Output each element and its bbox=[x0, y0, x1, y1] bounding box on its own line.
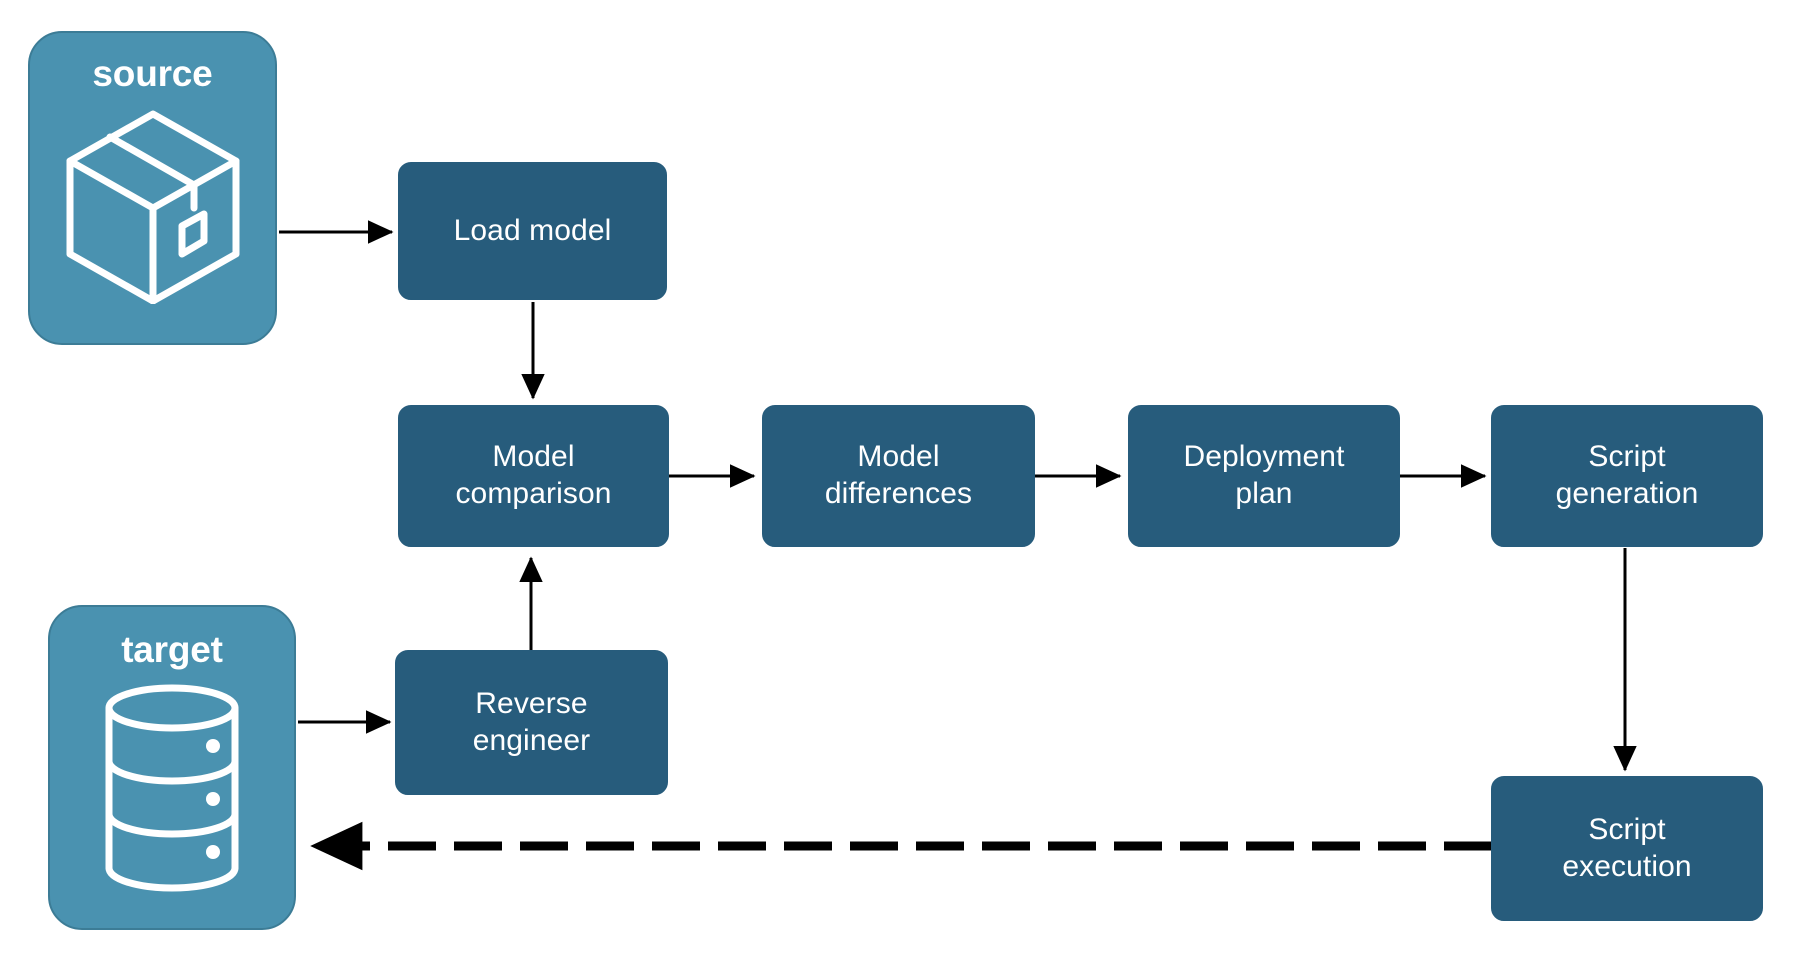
node-script-execution-label: Script execution bbox=[1562, 812, 1692, 883]
package-box-icon bbox=[58, 104, 248, 309]
node-script-generation[interactable]: Script generation bbox=[1491, 405, 1763, 547]
endpoint-target-label: target bbox=[121, 629, 223, 670]
node-deployment-plan-label: Deployment plan bbox=[1183, 440, 1345, 510]
node-deployment-plan[interactable]: Deployment plan bbox=[1128, 405, 1400, 547]
node-reverse-engineer[interactable]: Reverse engineer bbox=[395, 650, 668, 795]
database-cylinder-icon bbox=[92, 682, 252, 899]
endpoint-target[interactable]: target bbox=[48, 605, 296, 930]
node-model-comparison[interactable]: Model comparison bbox=[398, 405, 669, 547]
endpoint-source[interactable]: source bbox=[28, 31, 277, 345]
node-script-generation-label: Script generation bbox=[1555, 440, 1699, 510]
node-script-execution[interactable]: Script execution bbox=[1491, 776, 1763, 921]
endpoint-source-label: source bbox=[92, 53, 213, 94]
node-model-differences-label: Model differences bbox=[824, 440, 973, 510]
node-model-differences[interactable]: Model differences bbox=[762, 405, 1035, 547]
node-reverse-engineer-label: Reverse engineer bbox=[472, 686, 591, 757]
node-load-model-label: Load model bbox=[453, 213, 612, 247]
node-load-model[interactable]: Load model bbox=[398, 162, 667, 300]
node-model-comparison-label: Model comparison bbox=[455, 440, 612, 510]
